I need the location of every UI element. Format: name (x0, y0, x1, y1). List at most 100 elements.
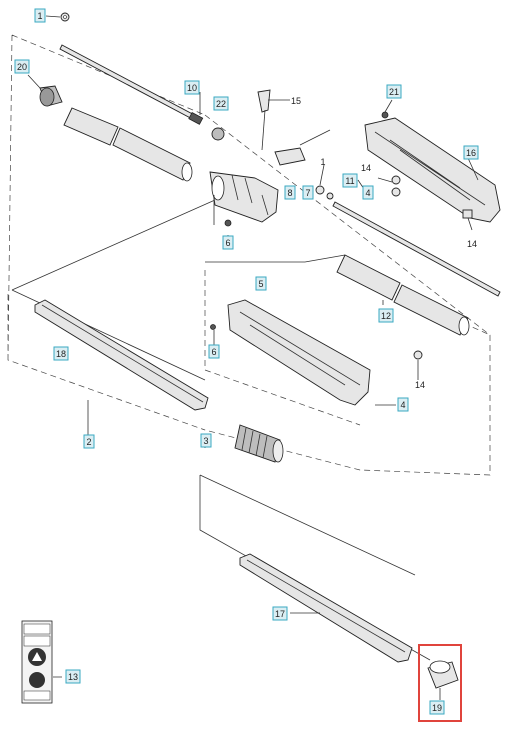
callout-number: 13 (68, 672, 78, 682)
upper-tube-b (112, 127, 191, 181)
callout-12: 12 (378, 308, 394, 323)
callout-number: 3 (203, 436, 208, 446)
sleeve-end (429, 660, 451, 674)
clamp-housing-detail (231, 174, 269, 216)
handle-detail (374, 131, 486, 206)
roller-part-3 (234, 424, 281, 463)
callout-17: 17 (272, 606, 288, 621)
callout-box (14, 59, 30, 74)
highlight-frame-19 (418, 644, 462, 722)
callout-box (362, 185, 374, 200)
callout-number: 19 (432, 703, 442, 713)
tube-part-12a (336, 254, 401, 301)
tube-12-end (458, 316, 470, 336)
handle-half-part-4 (227, 299, 371, 406)
callout-box (65, 669, 81, 684)
nut-part-7 (326, 192, 334, 200)
callout-number: 12 (381, 311, 391, 321)
nut-part-14a (391, 175, 401, 185)
callout-number: 6 (225, 238, 230, 248)
callout-box (213, 96, 229, 111)
callout-number: 14 (467, 239, 477, 249)
callout-13: 13 (65, 669, 81, 684)
boundary-lines (11, 199, 431, 661)
washer-part-1b (315, 185, 325, 195)
callout-number: 4 (365, 188, 370, 198)
callout-number: 14 (361, 163, 371, 173)
callout-number: 21 (389, 87, 399, 97)
bracket-part-8 (274, 147, 306, 166)
callout-box (83, 434, 95, 449)
callout-number: 7 (305, 188, 310, 198)
callout-21: 21 (386, 84, 402, 99)
nut-part-6 (224, 219, 232, 227)
roller-ribs (241, 427, 268, 459)
bushing-end (39, 87, 55, 107)
callout-layer: 1 20 10 22 15 21 1 16 8 7 11 4 14 6 14 5 12 18 6 14 4 2 3 17 13 1… (14, 8, 479, 715)
frame-inner (204, 270, 361, 426)
callout-5: 5 (255, 276, 267, 291)
screw-part-6b (210, 324, 216, 330)
callout-2: 2 (83, 434, 95, 449)
callout-number: 4 (400, 400, 405, 410)
callout-15: 15 (291, 96, 301, 106)
washer-hole (63, 15, 67, 19)
nut-part-14d (413, 350, 423, 360)
drive-shaft-upper (59, 44, 201, 123)
callout-6: 6 (208, 344, 220, 359)
callout-number: 20 (17, 62, 27, 72)
callout-3: 3 (200, 433, 212, 448)
callout-10: 10 (184, 80, 200, 95)
callout-number: 8 (287, 188, 292, 198)
warning-label-part-13 (21, 620, 53, 704)
tube-part-12b (393, 284, 469, 336)
callout-14: 14 (361, 163, 371, 173)
nut-part-14c (462, 209, 473, 219)
callout-16: 16 (463, 145, 479, 160)
callout-box (208, 344, 220, 359)
extrusion-18-detail (41, 304, 204, 403)
shaft-tip (188, 111, 204, 125)
callout-number: 6 (211, 347, 216, 357)
callout-box (284, 185, 296, 200)
callout-number: 10 (187, 83, 197, 93)
callout-box (386, 84, 402, 99)
callout-box (342, 173, 358, 188)
callout-4: 4 (397, 397, 409, 412)
extrusion-part-18 (34, 299, 209, 411)
handle-4-detail (239, 311, 361, 386)
callout-box (272, 606, 288, 621)
frame-upper-right (204, 114, 491, 476)
callout-number: 17 (275, 609, 285, 619)
callout-number: 1 (37, 11, 42, 21)
callout-number: 5 (258, 279, 263, 289)
clamp-housing (209, 171, 279, 223)
callout-box (255, 276, 267, 291)
extrusion-17-detail (246, 559, 406, 653)
callout-1: 1 (320, 157, 325, 167)
callout-18: 18 (53, 346, 69, 361)
clip-part-15 (257, 89, 271, 113)
callout-number: 22 (216, 99, 226, 109)
drive-shaft-lower (332, 201, 501, 297)
callout-14: 14 (415, 380, 425, 390)
callout-1: 1 (34, 8, 46, 23)
tube-end (181, 162, 193, 182)
callout-box (397, 397, 409, 412)
nut-part-14b (391, 187, 401, 197)
callout-number: 11 (345, 176, 354, 186)
callout-box (34, 8, 46, 23)
callout-box (378, 308, 394, 323)
callout-number: 14 (415, 380, 425, 390)
callout-box (53, 346, 69, 361)
callout-6: 6 (222, 235, 234, 250)
gear-part-22 (211, 127, 225, 141)
callout-8: 8 (284, 185, 296, 200)
callout-7: 7 (302, 185, 314, 200)
callout-number: 1 (320, 157, 325, 167)
callout-11: 11 (342, 173, 358, 188)
callout-14: 14 (467, 239, 477, 249)
frame-upper-left (7, 34, 206, 431)
clip-stem (261, 109, 266, 151)
